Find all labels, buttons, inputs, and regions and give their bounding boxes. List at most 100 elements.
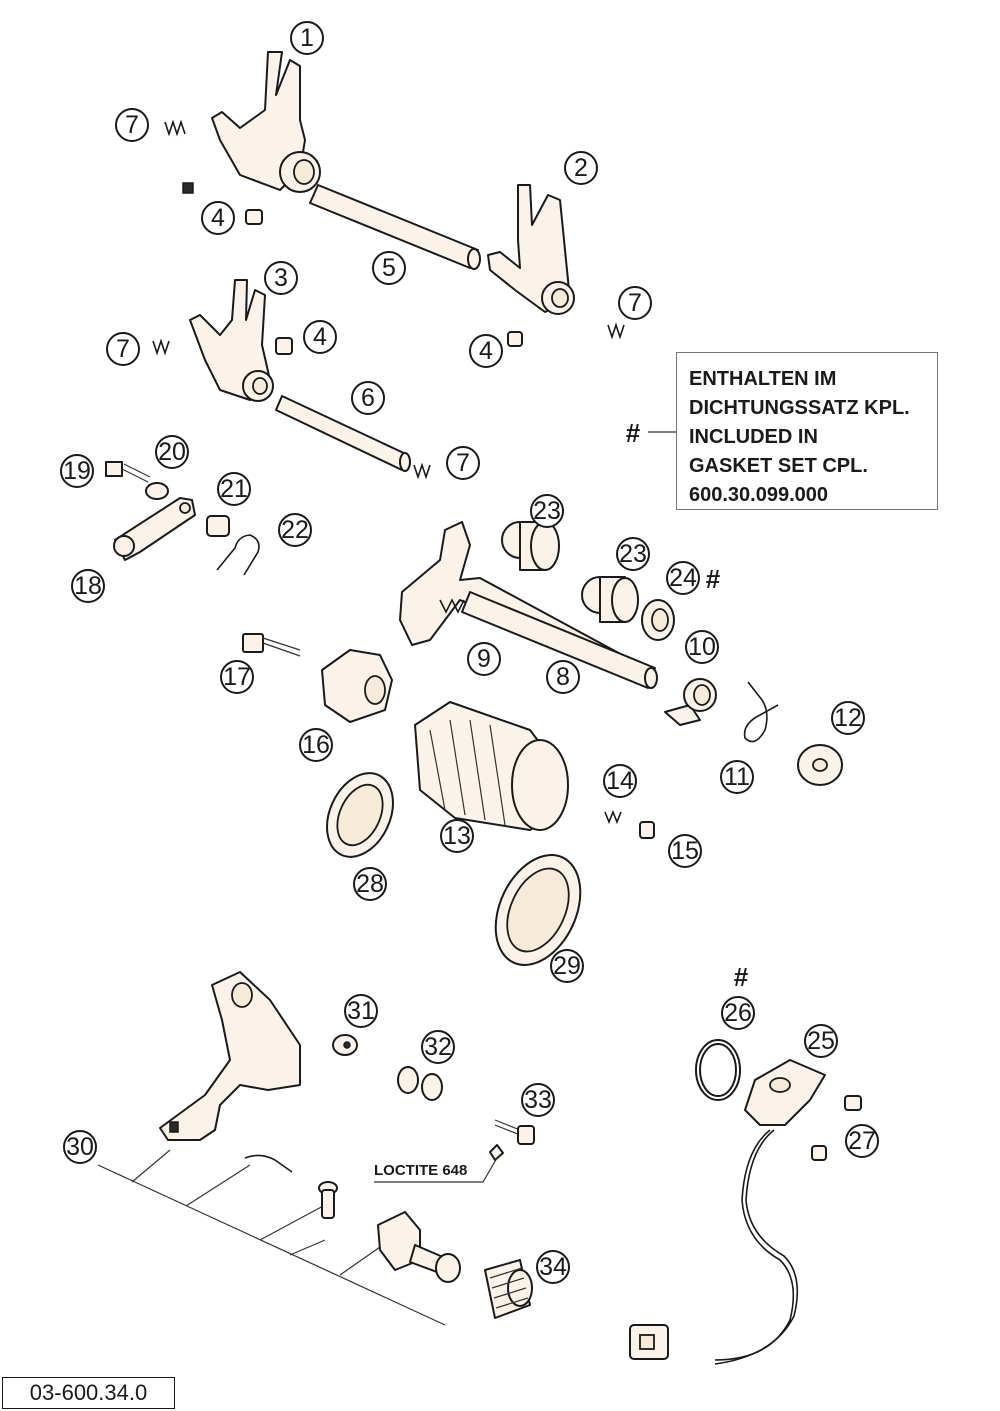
callout-15: 15 <box>668 834 702 868</box>
svg-text:32: 32 <box>424 1033 452 1061</box>
svg-text:12: 12 <box>834 704 862 732</box>
return-spring-11 <box>743 681 779 743</box>
washer-31 <box>332 1034 358 1056</box>
bushing-10 <box>664 678 717 726</box>
svg-text:23: 23 <box>533 497 561 525</box>
spring-14 <box>604 809 622 825</box>
callout-10: 10 <box>685 630 719 664</box>
svg-text:14: 14 <box>606 767 634 795</box>
shift-fork-3 <box>189 279 274 402</box>
hash-marker-note: # <box>626 418 641 448</box>
svg-text:7: 7 <box>116 335 130 363</box>
callout-24: 24 <box>666 561 700 595</box>
hash-marker-26: # <box>734 962 749 992</box>
svg-text:23: 23 <box>619 540 647 568</box>
bearing-28 <box>326 772 394 858</box>
svg-text:28: 28 <box>356 870 384 898</box>
shift-fork-2 <box>487 184 575 315</box>
svg-text:6: 6 <box>361 384 375 412</box>
screw-17 <box>242 633 301 657</box>
note-line-2: DICHTUNGSSATZ KPL. <box>689 397 910 419</box>
callout-21: 21 <box>217 472 251 506</box>
shift-fork-1 <box>182 51 321 194</box>
bushing-21 <box>206 515 230 537</box>
callout-23: 23 <box>530 494 564 528</box>
o-ring-26 <box>695 1039 741 1101</box>
svg-text:7: 7 <box>125 111 139 139</box>
svg-text:33: 33 <box>524 1086 552 1114</box>
callout-11: 11 <box>720 760 754 794</box>
callout-1: 1 <box>290 21 324 55</box>
callout-7: 7 <box>446 446 480 480</box>
svg-text:1: 1 <box>300 24 314 52</box>
callout-13: 13 <box>440 819 474 853</box>
washer-20 <box>145 482 169 500</box>
callout-20: 20 <box>155 435 189 469</box>
callout-34: 34 <box>536 1250 570 1284</box>
shift-rail-5 <box>309 184 481 270</box>
loctite-label: LOCTITE 648 <box>374 1162 468 1179</box>
svg-text:3: 3 <box>274 264 288 292</box>
svg-text:11: 11 <box>724 763 750 791</box>
callout-30: 30 <box>63 1130 97 1164</box>
detent-pin-15 <box>639 821 655 839</box>
callout-23: 23 <box>616 537 650 571</box>
callout-16: 16 <box>299 728 333 762</box>
svg-text:27: 27 <box>848 1127 876 1155</box>
svg-text:13: 13 <box>443 822 471 850</box>
screw-27 <box>811 1095 862 1161</box>
note-line-4: GASKET SET CPL. <box>689 455 868 477</box>
callout-4: 4 <box>201 201 235 235</box>
callout-6: 6 <box>351 381 385 415</box>
callout-17: 17 <box>220 660 254 694</box>
callout-28: 28 <box>353 867 387 901</box>
callout-33: 33 <box>521 1083 555 1117</box>
clip <box>244 1154 293 1173</box>
callout-7: 7 <box>115 108 149 142</box>
shift-shaft-8 <box>399 521 658 689</box>
svg-text:9: 9 <box>477 645 491 673</box>
callout-9: 9 <box>467 642 501 676</box>
svg-text:4: 4 <box>313 323 327 351</box>
svg-text:17: 17 <box>223 663 251 691</box>
callout-31: 31 <box>344 994 378 1028</box>
callout-12: 12 <box>831 701 865 735</box>
svg-text:7: 7 <box>456 449 470 477</box>
callout-3: 3 <box>264 261 298 295</box>
callout-18: 18 <box>71 569 105 603</box>
svg-text:20: 20 <box>158 438 186 466</box>
svg-text:21: 21 <box>220 475 248 503</box>
svg-text:2: 2 <box>574 154 588 182</box>
svg-text:10: 10 <box>688 633 716 661</box>
callout-19: 19 <box>60 454 94 488</box>
spring-7 <box>152 119 625 480</box>
callout-5: 5 <box>372 251 406 285</box>
shift-drum-13 <box>414 701 569 831</box>
callout-4: 4 <box>469 334 503 368</box>
callout-32: 32 <box>421 1030 455 1064</box>
svg-text:24: 24 <box>669 564 697 592</box>
note-line-5: 600.30.099.000 <box>689 484 829 506</box>
svg-text:5: 5 <box>382 254 396 282</box>
svg-text:16: 16 <box>302 731 330 759</box>
shift-locking-segment-16 <box>321 649 393 723</box>
callout-22: 22 <box>278 513 312 547</box>
svg-text:22: 22 <box>281 516 309 544</box>
locking-lever-18 <box>113 497 196 561</box>
callout-4: 4 <box>303 320 337 354</box>
shaft-seal-24 <box>641 599 675 641</box>
callout-2: 2 <box>564 151 598 185</box>
gear-sensor-25 <box>629 1059 826 1365</box>
callout-26: 26 <box>721 996 755 1030</box>
gasket-set-note: ENTHALTEN IM DICHTUNGSSATZ KPL. INCLUDED… <box>676 352 938 510</box>
needle-bearing-23 <box>501 521 639 623</box>
svg-text:25: 25 <box>807 1027 835 1055</box>
callout-27: 27 <box>845 1124 879 1158</box>
bearing-29 <box>494 854 582 966</box>
svg-text:29: 29 <box>553 952 581 980</box>
lock-washer-32 <box>397 1066 443 1101</box>
pin <box>318 1181 338 1219</box>
svg-text:34: 34 <box>539 1253 567 1281</box>
